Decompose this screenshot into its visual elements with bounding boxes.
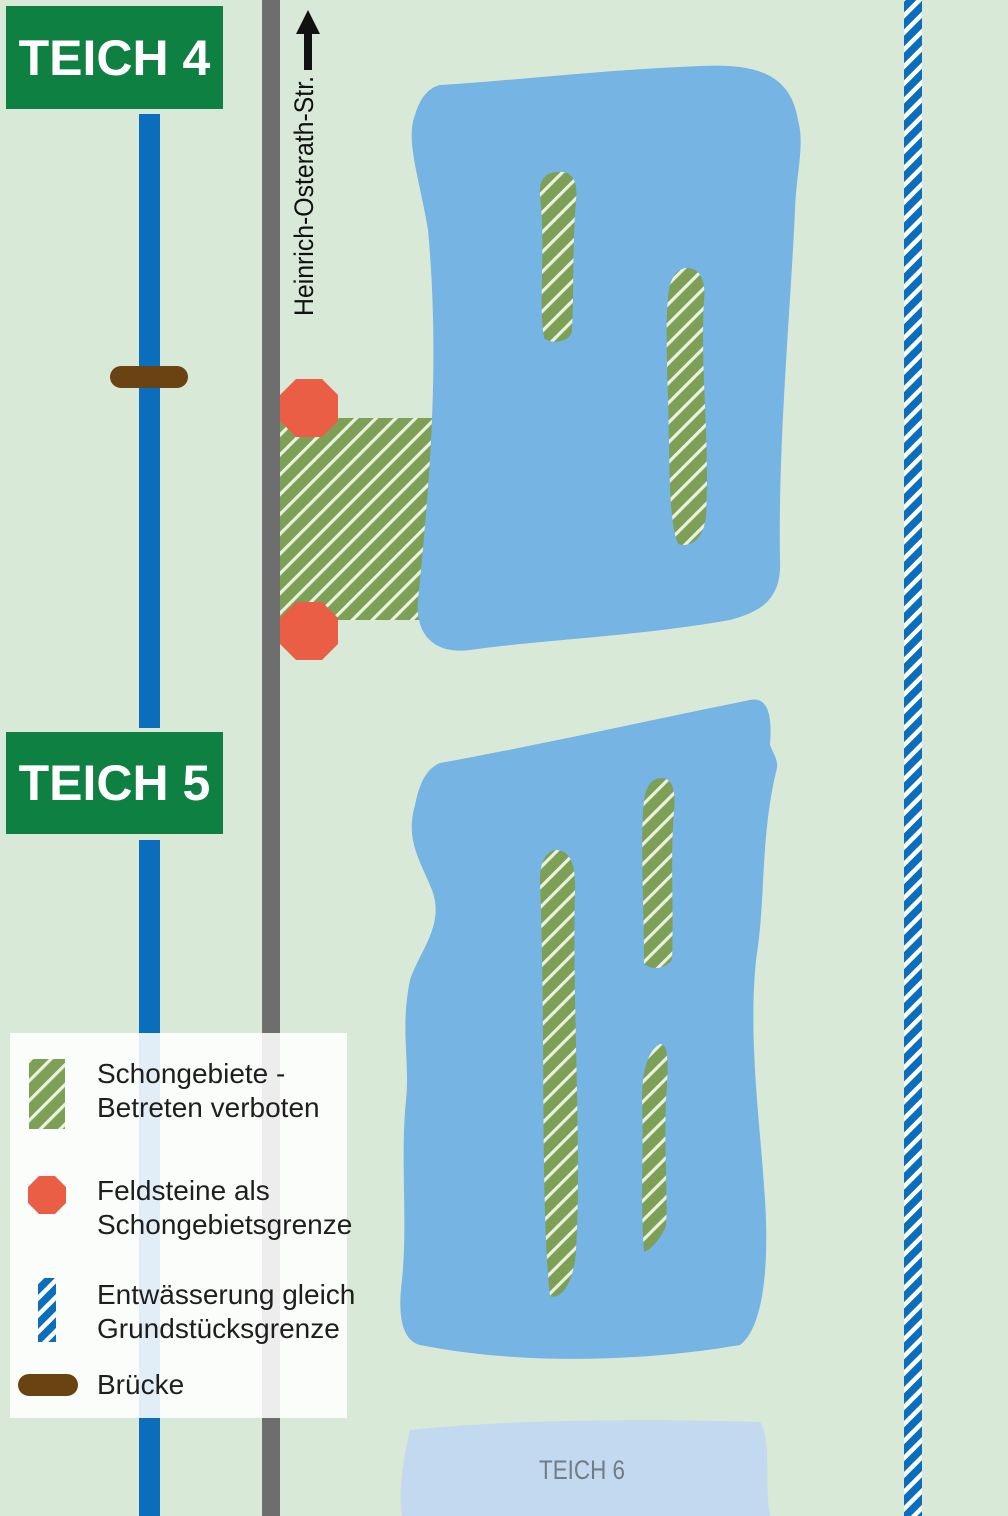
teich-4-sign: TEICH 4 [6, 6, 223, 109]
street-arrow [296, 10, 320, 70]
legend-label-line2: Schongebietsgrenze [97, 1209, 353, 1240]
stream-upper [139, 114, 160, 728]
hatched-line-icon [38, 1278, 56, 1342]
legend: Schongebiete - Betreten verboten Feldste… [10, 1033, 356, 1418]
legend-label-line1: Entwässerung gleich [97, 1279, 356, 1310]
protected-island-4b [666, 268, 707, 545]
octagon-icon [28, 1176, 66, 1214]
pond-6 [400, 1420, 770, 1516]
field-stone-lower [280, 602, 338, 660]
protected-island-4a [539, 171, 577, 342]
protected-island-5b [642, 777, 675, 969]
teich-6-label: TEICH 6 [539, 1455, 625, 1485]
legend-label-line1: Feldsteine als [97, 1175, 270, 1206]
teich-5-sign: TEICH 5 [6, 732, 223, 834]
bridge [110, 366, 188, 388]
legend-label-line2: Betreten verboten [97, 1092, 320, 1123]
protected-island-5c [642, 1044, 668, 1252]
protected-island-5a [540, 850, 578, 1297]
pond-5 [400, 699, 778, 1359]
legend-label-line2: Grundstücksgrenze [97, 1313, 340, 1344]
street-name: Heinrich-Osterath-Str. [289, 76, 319, 316]
legend-label-line1: Brücke [97, 1369, 185, 1400]
field-stone-upper [280, 379, 338, 437]
protected-area-shore [280, 418, 440, 620]
hatched-area-icon [29, 1059, 65, 1129]
pond-4 [411, 65, 801, 651]
drainage-line [904, 0, 922, 1516]
legend-label-line1: Schongebiete - [97, 1058, 286, 1089]
bridge-icon [18, 1374, 78, 1396]
